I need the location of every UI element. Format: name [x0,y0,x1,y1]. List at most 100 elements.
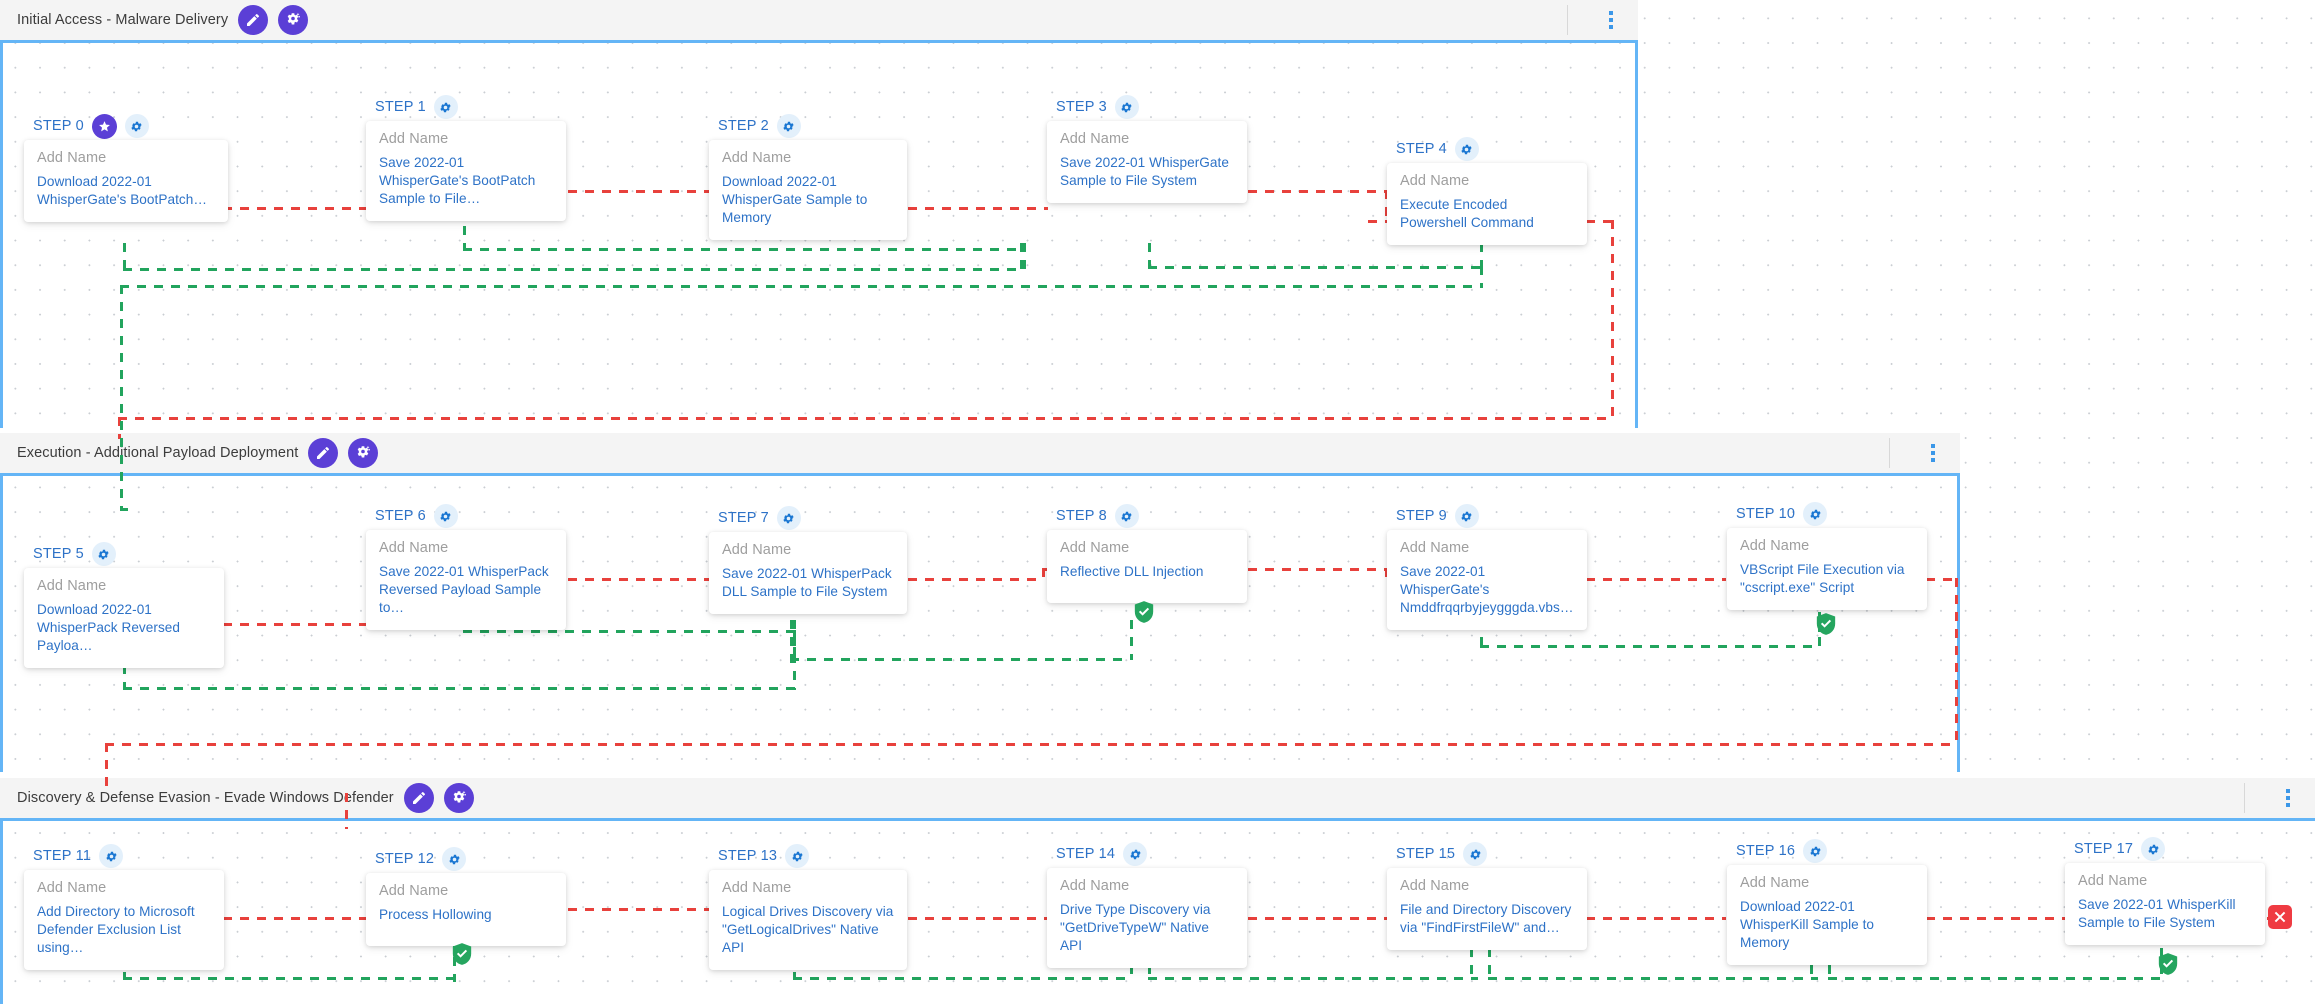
step-card[interactable]: Add Name Reflective DLL Injection [1047,530,1247,603]
technique-link[interactable]: Process Hollowing [379,907,492,922]
step-card[interactable]: Add Name Logical Drives Discovery via "G… [709,870,907,971]
step-card[interactable]: Add Name Save 2022-01 WhisperGate Sample… [1047,121,1247,204]
phase-header[interactable]: Discovery & Defense Evasion - Evade Wind… [0,778,2315,821]
gear-sparkle-icon[interactable] [348,438,379,468]
step-card[interactable]: Add Name Execute Encoded Powershell Comm… [1387,163,1587,246]
gear-icon[interactable] [1454,137,1479,161]
step-node[interactable]: STEP 13 Add Name Logical Drives Discover… [709,844,907,971]
step-node[interactable]: STEP 11 Add Name Add Directory to Micros… [24,844,224,971]
gear-icon[interactable] [1803,502,1828,526]
gear-icon[interactable] [1114,95,1139,119]
step-node[interactable]: STEP 0 Add Name Download 2022-01 Whisper… [24,113,228,223]
step-node[interactable]: STEP 15 Add Name File and Directory Disc… [1387,842,1587,951]
gear-icon[interactable] [433,95,458,119]
step-card[interactable]: Add Name Download 2022-01 WhisperPack Re… [24,568,224,669]
kebab-menu-icon[interactable] [1598,5,1624,35]
technique-link[interactable]: Save 2022-01 WhisperPack DLL Sample to F… [722,566,892,600]
name-placeholder[interactable]: Add Name [1060,131,1130,147]
name-placeholder[interactable]: Add Name [379,540,449,556]
step-node[interactable]: STEP 14 Add Name Drive Type Discovery vi… [1047,842,1247,969]
gear-icon[interactable] [776,506,801,530]
gear-icon[interactable] [433,504,458,528]
pencil-icon[interactable] [238,5,269,35]
technique-link[interactable]: Save 2022-01 WhisperGate Sample to File … [1060,155,1229,189]
step-card[interactable]: Add Name File and Directory Discovery vi… [1387,868,1587,951]
gear-icon[interactable] [1463,842,1488,866]
gear-icon[interactable] [1803,839,1828,863]
pencil-icon[interactable] [308,438,339,468]
technique-link[interactable]: Add Directory to Microsoft Defender Excl… [37,904,195,956]
step-card[interactable]: Add Name Add Directory to Microsoft Defe… [24,870,224,971]
technique-link[interactable]: Save 2022-01 WhisperGate's Nmddfrqqrbyje… [1400,564,1574,616]
step-card[interactable]: Add Name Save 2022-01 WhisperPack DLL Sa… [709,532,907,615]
name-placeholder[interactable]: Add Name [1400,173,1470,189]
technique-link[interactable]: Save 2022-01 WhisperPack Reversed Payloa… [379,564,549,616]
step-node[interactable]: STEP 6 Add Name Save 2022-01 WhisperPack… [366,504,566,631]
step-card[interactable]: Add Name Save 2022-01 WhisperGate's Boot… [366,121,566,222]
name-placeholder[interactable]: Add Name [37,150,107,166]
name-placeholder[interactable]: Add Name [1740,538,1810,554]
name-placeholder[interactable]: Add Name [1060,540,1130,556]
step-card[interactable]: Add Name Save 2022-01 WhisperPack Revers… [366,530,566,631]
step-card[interactable]: Add Name Download 2022-01 WhisperKill Sa… [1727,865,1927,966]
technique-link[interactable]: Download 2022-01 WhisperGate's BootPatch… [37,174,208,208]
step-node[interactable]: STEP 10 Add Name VBScript File Execution… [1727,502,1927,611]
step-node[interactable]: STEP 3 Add Name Save 2022-01 WhisperGate… [1047,95,1247,204]
gear-icon[interactable] [124,114,149,138]
gear-icon[interactable] [776,114,801,138]
phase-header[interactable]: Execution - Additional Payload Deploymen… [0,433,1960,476]
gear-sparkle-icon[interactable] [443,783,474,813]
step-node[interactable]: STEP 4 Add Name Execute Encoded Powershe… [1387,137,1587,246]
technique-link[interactable]: Download 2022-01 WhisperGate Sample to M… [722,174,868,226]
gear-icon[interactable] [99,844,124,868]
gear-icon[interactable] [91,542,116,566]
name-placeholder[interactable]: Add Name [37,880,107,896]
check-shield-icon[interactable] [2158,953,2178,975]
name-placeholder[interactable]: Add Name [722,880,792,896]
step-card[interactable]: Add Name Process Hollowing [366,873,566,946]
step-card[interactable]: Add Name VBScript File Execution via "cs… [1727,528,1927,611]
step-node[interactable]: STEP 16 Add Name Download 2022-01 Whispe… [1727,839,1927,966]
phase-header[interactable]: Initial Access - Malware Delivery [0,0,1638,43]
check-shield-icon[interactable] [452,943,472,965]
name-placeholder[interactable]: Add Name [1740,875,1810,891]
gear-icon[interactable] [1114,504,1139,528]
gear-sparkle-icon[interactable] [278,5,309,35]
technique-link[interactable]: Drive Type Discovery via "GetDriveTypeW"… [1060,902,1211,954]
name-placeholder[interactable]: Add Name [379,131,449,147]
technique-link[interactable]: Download 2022-01 WhisperPack Reversed Pa… [37,602,181,654]
name-placeholder[interactable]: Add Name [2078,873,2148,889]
technique-link[interactable]: File and Directory Discovery via "FindFi… [1400,902,1572,936]
gear-icon[interactable] [2141,837,2166,861]
kebab-menu-icon[interactable] [1920,438,1946,468]
name-placeholder[interactable]: Add Name [37,578,107,594]
step-node[interactable]: STEP 8 Add Name Reflective DLL Injection [1047,504,1247,603]
technique-link[interactable]: Execute Encoded Powershell Command [1400,197,1534,231]
step-card[interactable]: Add Name Save 2022-01 WhisperGate's Nmdd… [1387,530,1587,631]
star-icon[interactable] [91,113,117,139]
technique-link[interactable]: Logical Drives Discovery via "GetLogical… [722,904,894,956]
step-node[interactable]: STEP 12 Add Name Process Hollowing [366,847,566,946]
technique-link[interactable]: Reflective DLL Injection [1060,564,1204,579]
gear-icon[interactable] [785,844,810,868]
technique-link[interactable]: Download 2022-01 WhisperKill Sample to M… [1740,899,1875,951]
step-node[interactable]: STEP 9 Add Name Save 2022-01 WhisperGate… [1387,504,1587,631]
step-card[interactable]: Add Name Download 2022-01 WhisperGate Sa… [709,140,907,241]
name-placeholder[interactable]: Add Name [1060,878,1130,894]
name-placeholder[interactable]: Add Name [722,150,792,166]
step-node[interactable]: STEP 17 Add Name Save 2022-01 WhisperKil… [2065,837,2265,946]
name-placeholder[interactable]: Add Name [1400,878,1470,894]
step-node[interactable]: STEP 5 Add Name Download 2022-01 Whisper… [24,542,224,669]
technique-link[interactable]: Save 2022-01 WhisperKill Sample to File … [2078,897,2236,931]
technique-link[interactable]: Save 2022-01 WhisperGate's BootPatch Sam… [379,155,536,207]
name-placeholder[interactable]: Add Name [1400,540,1470,556]
step-node[interactable]: STEP 7 Add Name Save 2022-01 WhisperPack… [709,506,907,615]
name-placeholder[interactable]: Add Name [379,883,449,899]
step-card[interactable]: Add Name Download 2022-01 WhisperGate's … [24,140,228,223]
technique-link[interactable]: VBScript File Execution via "cscript.exe… [1740,562,1905,596]
gear-icon[interactable] [1123,842,1148,866]
pencil-icon[interactable] [403,783,434,813]
step-card[interactable]: Add Name Drive Type Discovery via "GetDr… [1047,868,1247,969]
check-shield-icon[interactable] [1134,601,1154,623]
